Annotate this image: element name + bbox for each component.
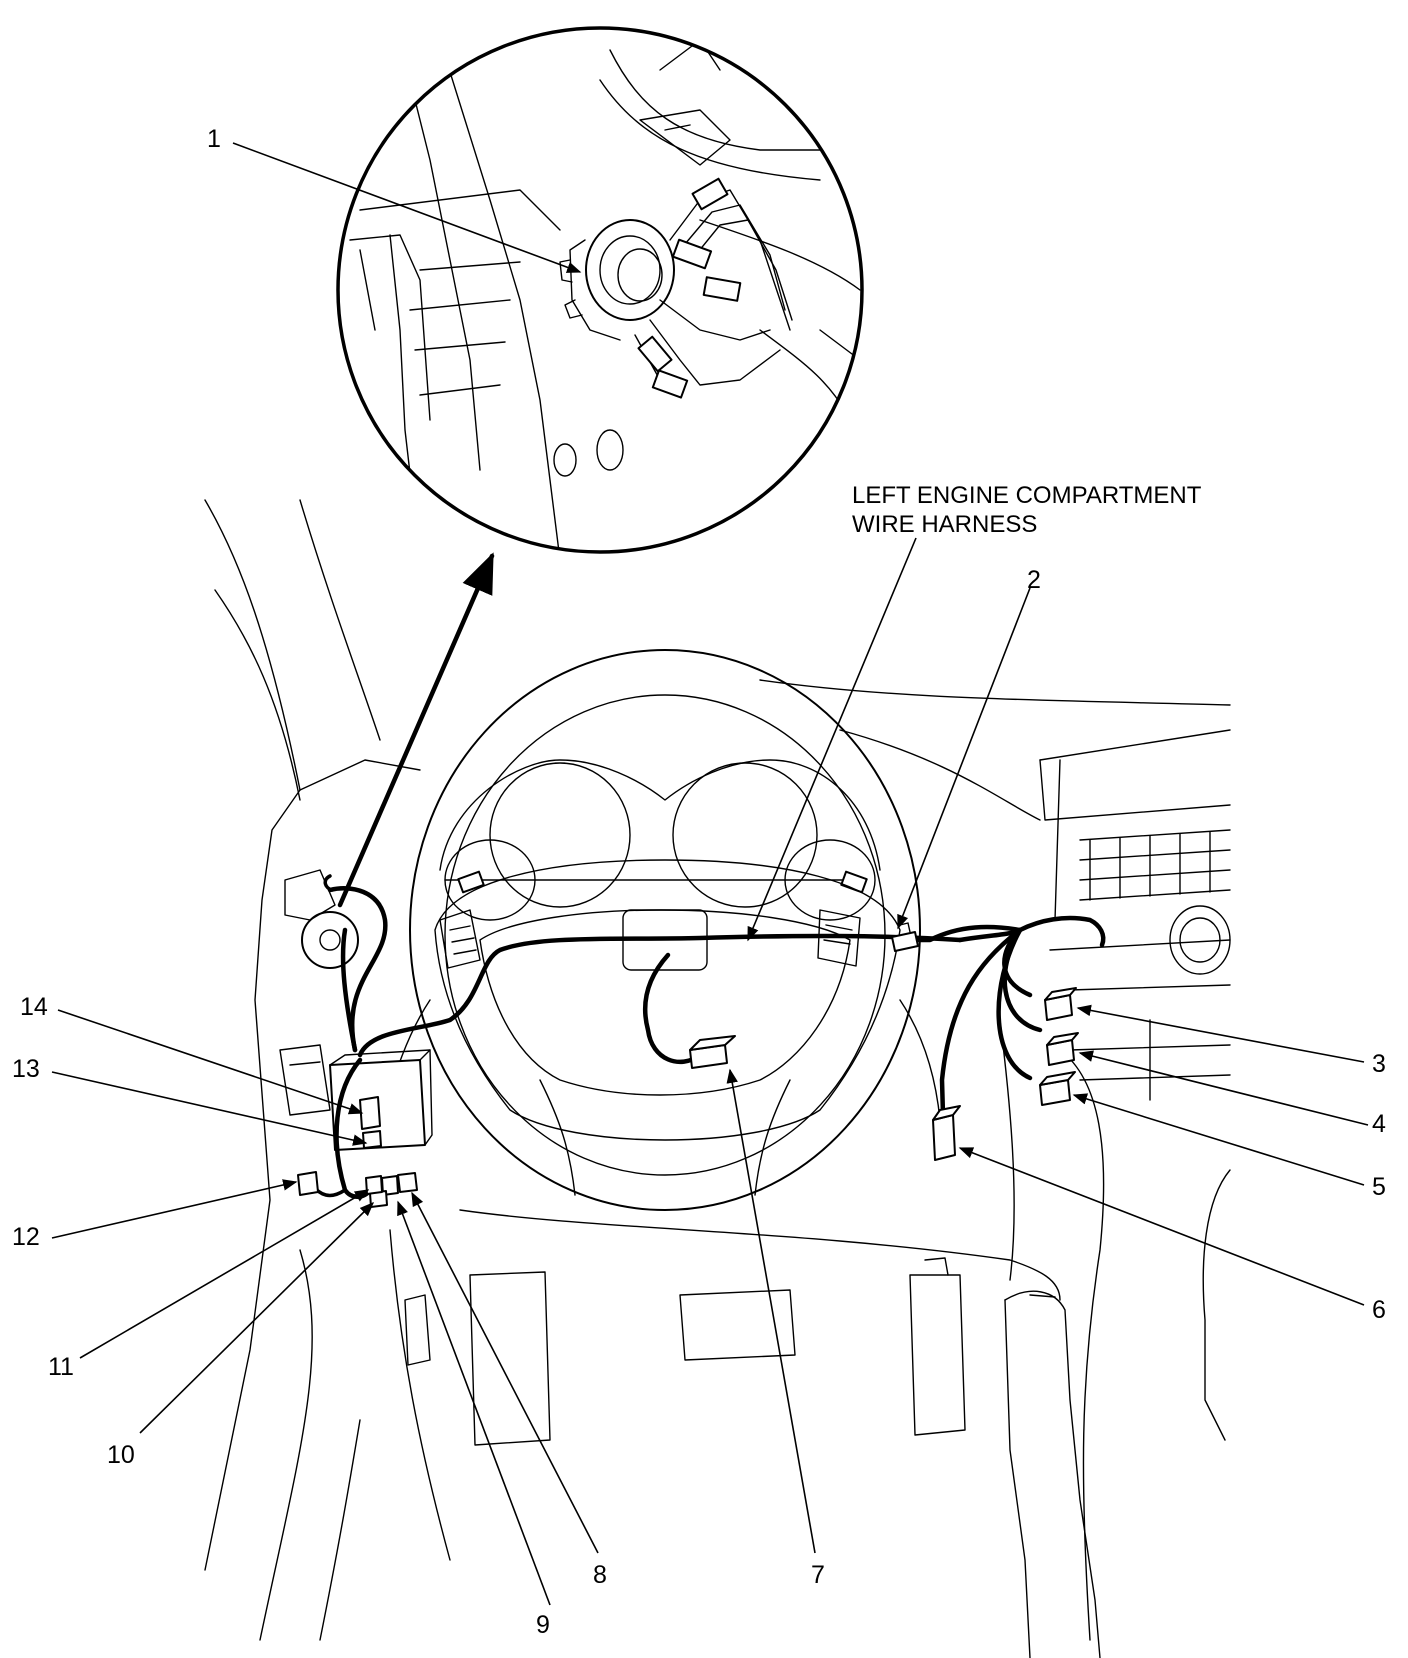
callout-8: 8 (593, 1561, 607, 1589)
dashboard-drawing (204, 499, 1231, 1658)
detail-circle (336, 26, 864, 554)
callout-2: 2 (1027, 566, 1041, 594)
connector-6 (932, 1105, 961, 1161)
callout-10: 10 (107, 1441, 135, 1469)
callout-12: 12 (12, 1223, 40, 1251)
callout-5: 5 (1372, 1173, 1386, 1201)
connector-7 (689, 1035, 736, 1069)
connector-3 (1044, 987, 1077, 1021)
callout-3: 3 (1372, 1050, 1386, 1078)
connector-11 (365, 1175, 383, 1195)
connector-4 (1046, 1032, 1079, 1066)
callout-6: 6 (1372, 1296, 1386, 1324)
connector-2 (891, 922, 919, 952)
harness-label-line2: WIRE HARNESS (852, 511, 1037, 538)
leader-lines (51, 142, 1369, 1606)
callout-11: 11 (48, 1353, 74, 1381)
ignition-switch (301, 911, 359, 969)
steering-wheel (409, 649, 921, 1211)
callout-1: 1 (207, 125, 221, 153)
connector-12 (297, 1171, 319, 1196)
labels: LEFT ENGINE COMPARTMENT WIRE HARNESS 1 2… (12, 125, 1386, 1639)
detail-view-ignition-switch (336, 26, 864, 554)
connector-13 (362, 1130, 382, 1149)
connector-5 (1039, 1071, 1076, 1106)
callout-13: 13 (12, 1055, 40, 1083)
callout-7: 7 (811, 1561, 825, 1589)
callout-9: 9 (536, 1611, 550, 1639)
connector-14 (359, 1096, 381, 1130)
detail-arrow (337, 552, 495, 908)
callout-14: 14 (20, 993, 48, 1021)
connector-8 (397, 1172, 418, 1193)
harness-label-line1: LEFT ENGINE COMPARTMENT (852, 482, 1202, 509)
callout-4: 4 (1372, 1110, 1386, 1138)
